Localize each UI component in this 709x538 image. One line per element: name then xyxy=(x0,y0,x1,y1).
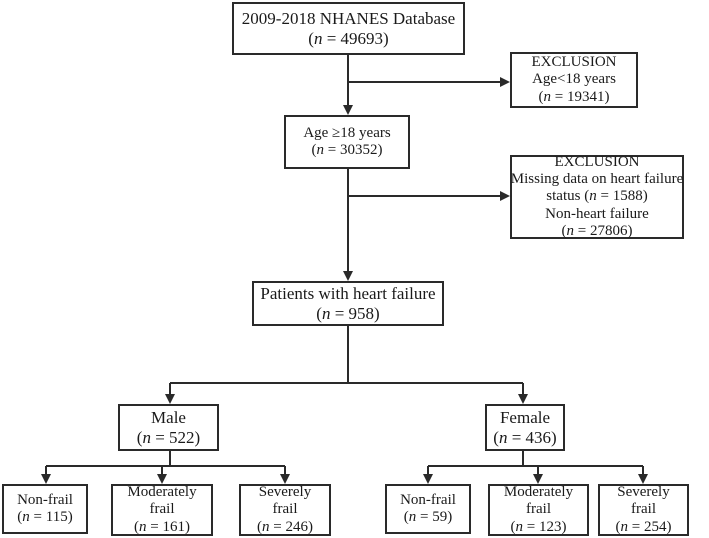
female-box: Female (n = 436) xyxy=(485,404,565,451)
male-severely-frail-count: (n = 246) xyxy=(257,518,313,535)
female-severely-frail-box: Severely frail (n = 254) xyxy=(598,484,689,536)
female-moderately-label-2: frail xyxy=(526,501,551,518)
heart-failure-count: (n = 958) xyxy=(316,303,380,323)
male-severely-frail-box: Severely frail (n = 246) xyxy=(239,484,331,536)
female-severely-label-2: frail xyxy=(631,501,656,518)
male-non-frail-count: (n = 115) xyxy=(17,509,73,525)
exclusion-1-count: (n = 19341) xyxy=(538,88,610,105)
exclusion-2-missing-count: status (n = 1588) xyxy=(546,188,648,205)
exclusion-2-line3: Non-heart failure xyxy=(545,205,649,222)
exclusion-1-title: EXCLUSION xyxy=(531,54,617,71)
database-label: 2009-2018 NHANES Database xyxy=(241,8,456,28)
exclusion-2-title: EXCLUSION xyxy=(554,153,640,170)
male-severely-label-2: frail xyxy=(272,501,298,518)
female-severely-frail-count: (n = 254) xyxy=(615,518,672,535)
female-moderately-label-1: Moderately xyxy=(503,484,574,501)
male-moderately-frail-box: Moderately frail (n = 161) xyxy=(111,484,213,536)
male-count: (n = 522) xyxy=(136,427,201,447)
female-non-frail-box: Non-frail (n = 59) xyxy=(385,484,471,534)
male-label: Male xyxy=(151,407,186,427)
female-non-frail-count: (n = 59) xyxy=(403,509,453,525)
female-moderately-frail-box: Moderately frail (n = 123) xyxy=(488,484,589,536)
exclusion-1-criterion: Age<18 years xyxy=(532,71,616,88)
adults-box: Age ≥18 years (n = 30352) xyxy=(284,115,410,169)
female-count: (n = 436) xyxy=(493,427,557,447)
female-severely-label-1: Severely xyxy=(617,484,670,501)
male-moderately-frail-count: (n = 161) xyxy=(134,518,190,535)
database-box: 2009-2018 NHANES Database (n = 49693) xyxy=(232,2,465,55)
exclusion-2-non-hf-count: (n = 27806) xyxy=(561,222,633,239)
male-moderately-label-2: frail xyxy=(149,501,175,518)
adults-label: Age ≥18 years xyxy=(303,124,391,141)
female-label: Female xyxy=(499,407,551,427)
male-box: Male (n = 522) xyxy=(118,404,219,451)
exclusion-1-box: EXCLUSION Age<18 years (n = 19341) xyxy=(510,52,638,108)
female-moderately-frail-count: (n = 123) xyxy=(510,518,567,535)
heart-failure-label: Patients with heart failure xyxy=(260,283,436,303)
male-severely-label-1: Severely xyxy=(258,484,312,501)
male-moderately-label-1: Moderately xyxy=(127,484,197,501)
adults-count: (n = 30352) xyxy=(311,142,383,158)
database-count: (n = 49693) xyxy=(308,28,389,48)
exclusion-2-box: EXCLUSION Missing data on heart failure … xyxy=(510,153,684,239)
male-non-frail-label: Non-frail xyxy=(17,491,73,508)
heart-failure-box: Patients with heart failure (n = 958) xyxy=(252,281,444,326)
male-non-frail-box: Non-frail (n = 115) xyxy=(2,484,88,534)
exclusion-2-line1: Missing data on heart failure xyxy=(510,171,684,188)
female-non-frail-label: Non-frail xyxy=(400,491,456,508)
